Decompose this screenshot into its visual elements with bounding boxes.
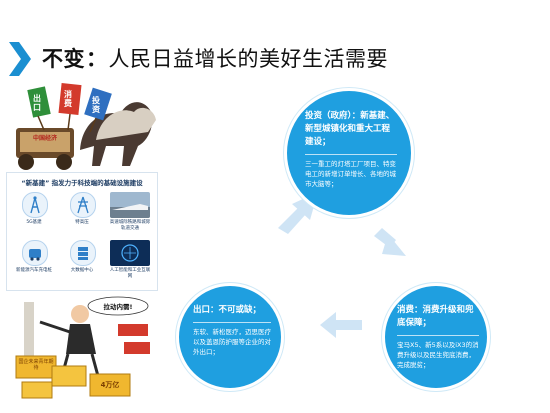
infra-item-datacenter: 大数据中心	[61, 238, 103, 282]
cartoon-top-labels: 出口 消费 投资 中国经济	[10, 80, 160, 172]
arrow-down-icon	[374, 228, 406, 256]
arrow-left-icon	[320, 312, 362, 338]
circle-export: 出口：不可或缺； 东软、新松医疗，迈思医疗以及盖恩防护服等企业的对外出口；	[176, 283, 284, 391]
tower-icon	[22, 192, 48, 218]
infra-label: 5G基建	[26, 220, 42, 225]
infra-label: 大数据中心	[70, 268, 94, 273]
divider	[305, 154, 397, 155]
new-infrastructure-panel: “新基建” 指发力于科技端的基础设施建设 5G基建 特高压 高速城际铁路和城际轨…	[6, 172, 158, 291]
infra-label: 高速城际铁路和城际轨道交通	[109, 220, 151, 231]
block-label-4trillion: 4万亿	[100, 381, 120, 389]
train-photo	[110, 192, 150, 218]
divider	[193, 322, 271, 323]
circle-investment-body: 三一重工的灯塔工厂项目、特变电工的新增订单增长、各地的城市大脑等；	[305, 160, 396, 188]
circle-investment: 投资（政府）：新基建、新型城镇化和重大工程建设； 三一重工的灯塔工厂项目、特变电…	[284, 88, 414, 218]
infra-label: 人工智能和工业互联网	[109, 268, 151, 279]
charger-icon	[22, 240, 48, 266]
title-bold: 不变	[42, 47, 85, 71]
flag-label-export: 出口	[33, 94, 41, 112]
circle-consumption-heading: 消费：消费升级和兜底保障；	[397, 305, 474, 328]
flag-label-investment: 投资	[92, 96, 100, 114]
cartoon-bottom-labels: 拉动内需! 国企未来青年期待 4万亿	[6, 292, 156, 404]
circle-export-body: 东软、新松医疗，迈思医疗以及盖恩防护服等企业的对外出口；	[193, 328, 271, 356]
title-colon: ：	[86, 47, 108, 71]
divider	[397, 335, 479, 336]
carriage-label: 中国经济	[32, 135, 57, 142]
infra-item-charger: 新能源汽车充电桩	[13, 238, 55, 282]
infra-grid: 5G基建 特高压 高速城际铁路和城际轨道交通 新能源汽车充电桩 大数据中心 人工…	[11, 190, 155, 286]
flag-label-consumption: 消费	[64, 90, 72, 108]
circle-consumption-body: 宝马X5、新5系以及iX3的消费升级以及民生兜底消费，完成脱贫；	[397, 341, 479, 369]
page-title: 不变：人民日益增长的美好生活需要	[42, 43, 388, 73]
chevron-right-icon	[9, 42, 31, 76]
infra-label: 特高压	[75, 220, 89, 225]
circle-consumption: 消费：消费升级和兜底保障； 宝马X5、新5系以及iX3的消费升级以及民生兜底消费…	[382, 283, 490, 391]
datacenter-icon	[70, 240, 96, 266]
power-tower-icon	[70, 192, 96, 218]
block-label-youth: 国企未来青年期待	[18, 359, 54, 371]
cartoon-economy-horses	[10, 80, 160, 172]
title-subtitle: 人民日益增长的美好生活需要	[108, 47, 388, 71]
cartoon-domestic-demand	[6, 292, 156, 404]
infra-label: 新能源汽车充电桩	[16, 268, 52, 273]
speech-bubble-label: 拉动内需!	[103, 303, 133, 311]
infra-item-ai: 人工智能和工业互联网	[109, 238, 151, 282]
infra-item-5g: 5G基建	[13, 190, 55, 234]
circle-investment-heading: 投资（政府）：新基建、新型城镇化和重大工程建设；	[305, 111, 395, 147]
circle-export-heading: 出口：不可或缺；	[193, 305, 262, 315]
infra-item-uhv: 特高压	[61, 190, 103, 234]
ai-photo	[110, 240, 150, 266]
infra-panel-title: “新基建” 指发力于科技端的基础设施建设	[21, 179, 143, 187]
infra-item-rail: 高速城际铁路和城际轨道交通	[109, 190, 151, 234]
